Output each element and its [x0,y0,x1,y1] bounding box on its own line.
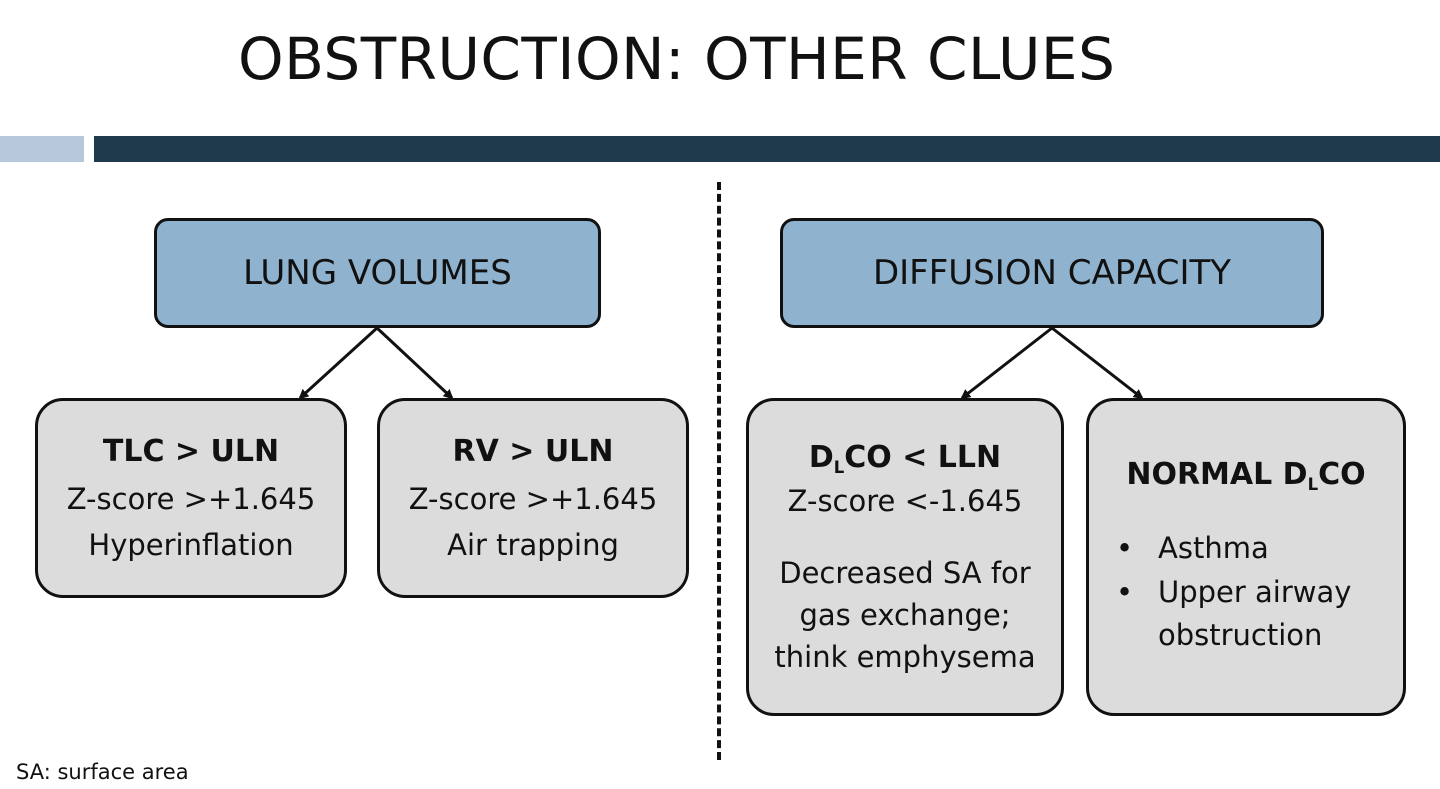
arrow-lung-to-tlc [298,326,379,400]
dlco-low-heading-pre: D [808,440,834,476]
dlco-normal-box: NORMAL DLCO Asthma Upper airway obstructi… [1086,398,1406,716]
dlco-low-box: DLCO < LLN Z-score <-1.645 Decreased SA … [746,398,1064,716]
dlco-low-heading-post: CO < LLN [844,440,1002,476]
dlco-normal-heading: NORMAL DLCO [1126,451,1365,499]
dlco-low-desc-1: Decreased SA for [779,555,1031,590]
rv-zscore: Z-score >+1.645 [408,481,658,516]
tlc-meaning: Hyperinflation [88,528,294,562]
dlco-low-zscore: Z-score <-1.645 [787,483,1023,518]
arrow-diff-to-dlco-low [960,326,1053,400]
arrow-lung-to-rv [375,326,454,400]
dlco-low-heading: DLCO < LLN [809,436,1001,480]
dlco-low-desc-3: think emphysema [774,639,1036,674]
tlc-heading: TLC > ULN [102,433,280,469]
list-item-asthma: Asthma [1116,527,1376,571]
diffusion-capacity-header-text: DIFFUSION CAPACITY [872,253,1232,293]
dlco-normal-list: Asthma Upper airway obstruction [1116,527,1376,658]
accent-bar-light [0,136,84,162]
dlco-normal-heading-post: CO [1318,457,1366,492]
rv-heading: RV > ULN [452,433,614,469]
list-item-upper-airway-line2: obstruction [1158,618,1323,652]
dlco-low-desc-2: gas exchange; [799,597,1011,632]
rv-box: RV > ULN Z-score >+1.645 Air trapping [377,398,689,598]
dlco-low-heading-sub: L [833,457,845,477]
list-item-upper-airway: Upper airway obstruction [1116,571,1376,658]
lung-volumes-header-text: LUNG VOLUMES [243,253,512,293]
slide-title: OBSTRUCTION: OTHER CLUES [238,25,1116,93]
arrow-diff-to-dlco-normal [1051,326,1144,400]
lung-volumes-header: LUNG VOLUMES [154,218,601,328]
diffusion-capacity-header: DIFFUSION CAPACITY [780,218,1324,328]
dlco-normal-heading-pre: NORMAL D [1126,457,1308,492]
dlco-normal-heading-sub: L [1307,474,1319,494]
list-item-upper-airway-line1: Upper airway [1158,574,1352,609]
footnote: SA: surface area [16,760,189,784]
rv-meaning: Air trapping [447,528,619,562]
tlc-box: TLC > ULN Z-score >+1.645 Hyperinflation [35,398,347,598]
accent-bar-dark [94,136,1440,162]
tlc-zscore: Z-score >+1.645 [66,481,316,516]
dashed-divider [717,182,721,760]
